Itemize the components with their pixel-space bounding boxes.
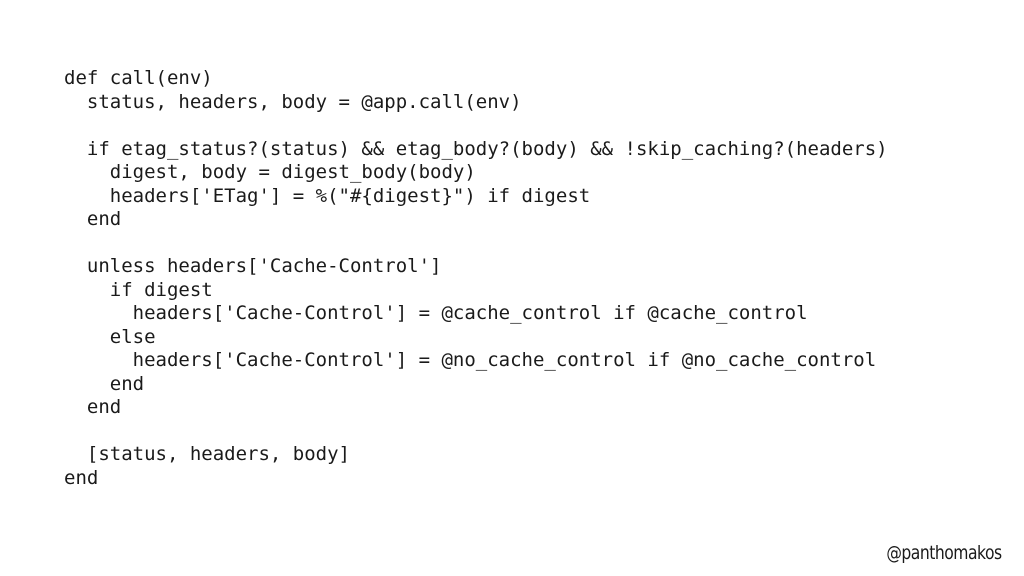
code-line: end xyxy=(64,396,122,418)
code-line: def call(env) xyxy=(64,67,213,89)
code-line: if digest xyxy=(64,278,213,301)
code-line: headers['Cache-Control'] = @no_cache_con… xyxy=(64,349,877,371)
code-line xyxy=(64,420,888,444)
code-line: end xyxy=(64,466,99,489)
code-line: status, headers, body = @app.call(env) xyxy=(64,90,522,113)
code-line: else xyxy=(64,325,156,348)
code-line: headers['Cache-Control'] = @cache_contro… xyxy=(64,302,808,324)
code-line: headers['ETag'] = %("#{digest}") if dige… xyxy=(64,184,591,207)
code-line: end xyxy=(64,372,145,395)
author-handle: @panthomakos xyxy=(886,542,1003,564)
code-line xyxy=(64,114,888,138)
code-line: [status, headers, body] xyxy=(64,443,350,465)
code-line: unless headers['Cache-Control'] xyxy=(64,255,442,277)
code-line: end xyxy=(64,208,122,230)
code-block: def call(env) status, headers, body = @a… xyxy=(64,67,888,490)
code-line xyxy=(64,232,888,256)
code-line: if etag_status?(status) && etag_body?(bo… xyxy=(64,137,888,160)
code-line: digest, body = digest_body(body) xyxy=(64,161,476,183)
